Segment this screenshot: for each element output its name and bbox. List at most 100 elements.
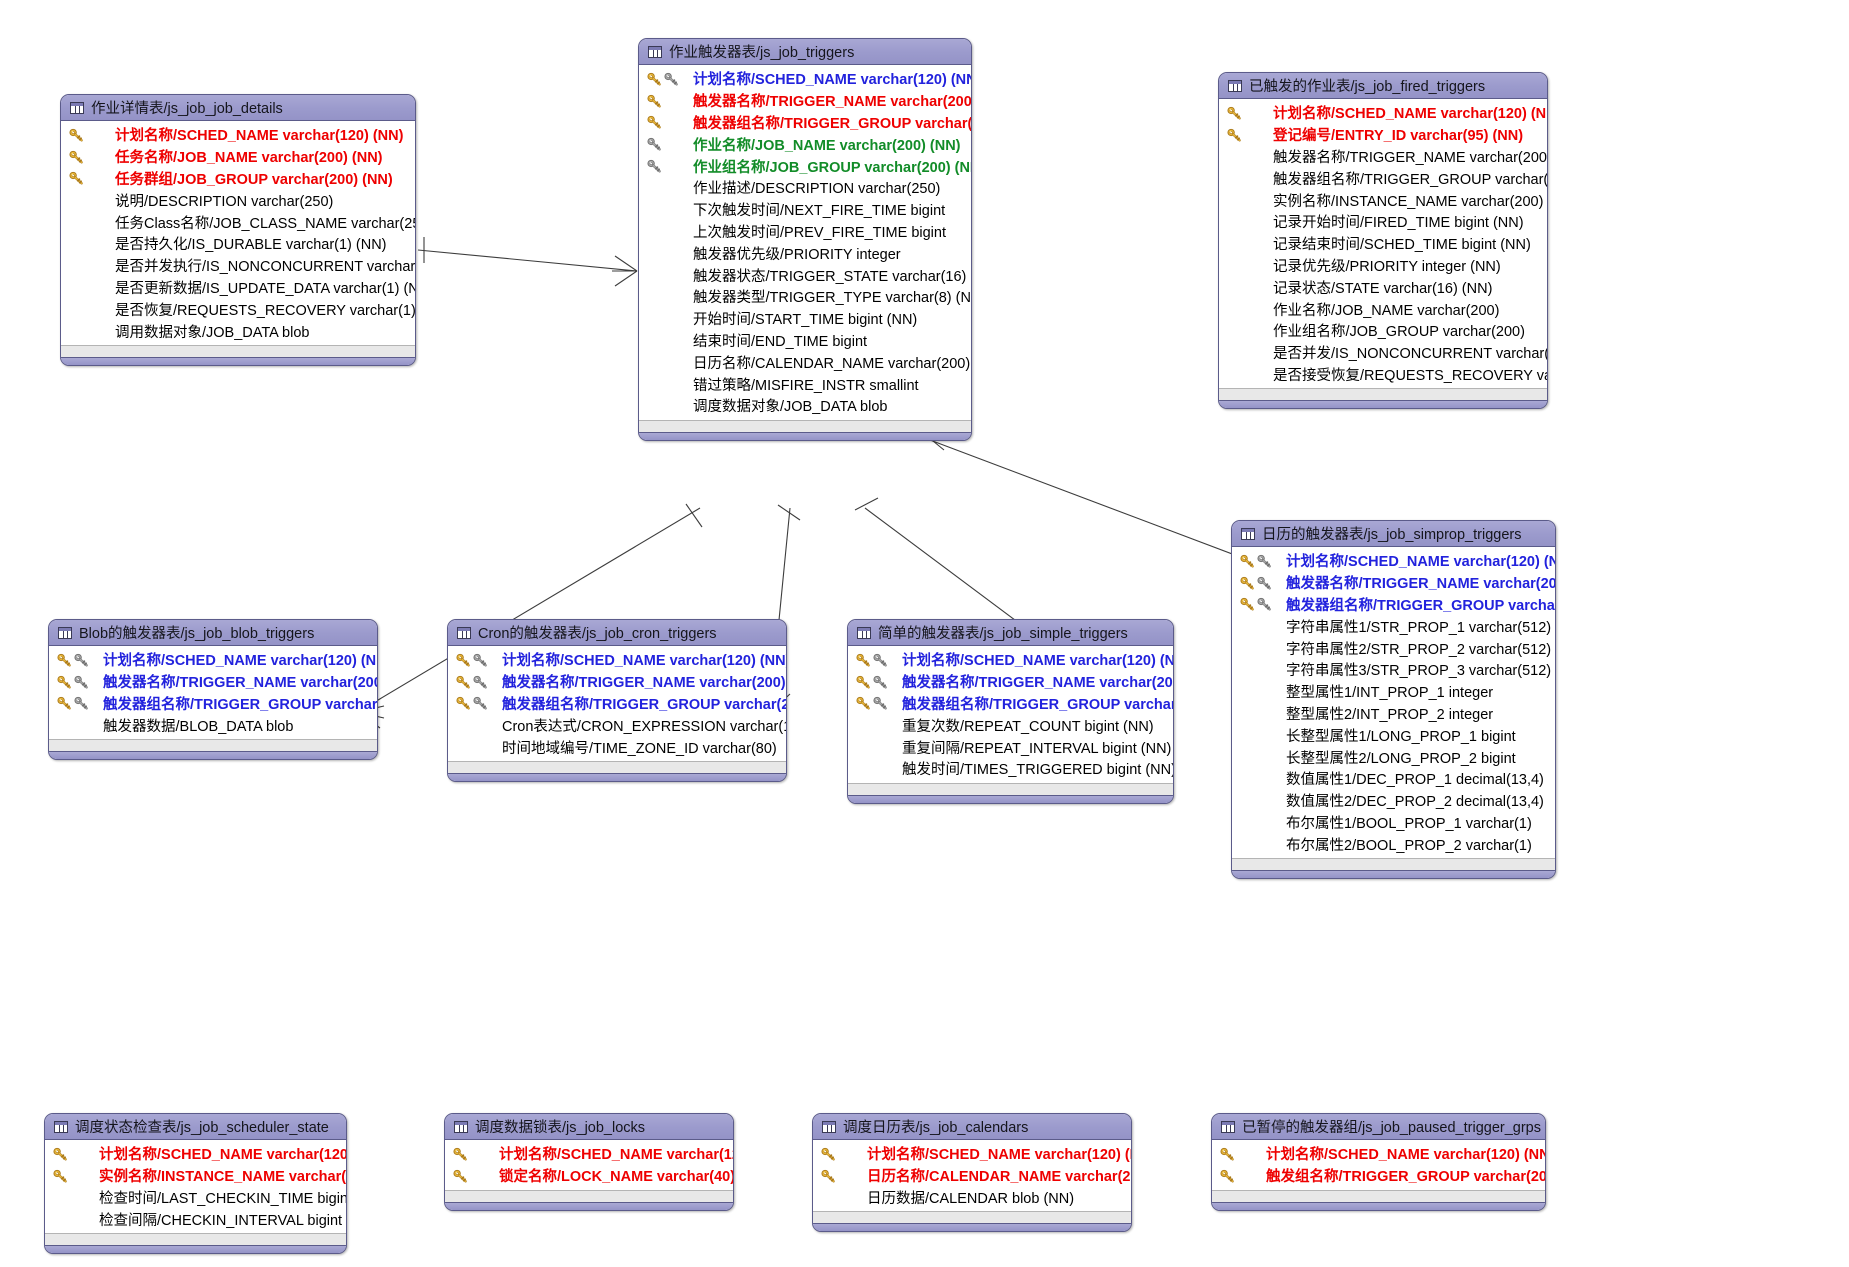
attribute-row[interactable]: 数值属性2/DEC_PROP_2 decimal(13,4) xyxy=(1232,790,1555,812)
entity-header-locks[interactable]: 调度数据锁表/js_job_locks xyxy=(445,1114,733,1140)
attribute-row[interactable]: 作业描述/DESCRIPTION varchar(250) xyxy=(639,177,971,199)
attribute-row[interactable]: 开始时间/START_TIME bigint (NN) xyxy=(639,308,971,330)
attribute-row[interactable]: 触发器优先级/PRIORITY integer xyxy=(639,242,971,264)
attribute-row[interactable]: 作业组名称/JOB_GROUP varchar(200) (NN) xyxy=(639,155,971,177)
attribute-row[interactable]: 计划名称/SCHED_NAME varchar(120) (NN) xyxy=(1219,102,1547,124)
attribute-row[interactable]: 任务Class名称/JOB_CLASS_NAME varchar(250) (N… xyxy=(61,211,415,233)
attribute-row[interactable]: 触发器名称/TRIGGER_NAME varchar(200) (NN) xyxy=(1219,146,1547,168)
attribute-row[interactable]: Cron表达式/CRON_EXPRESSION varchar(120) (NN… xyxy=(448,714,786,736)
attribute-row[interactable]: 触发器组名称/TRIGGER_GROUP varchar(200) (NN) xyxy=(49,693,377,715)
attribute-row[interactable]: 记录开始时间/FIRED_TIME bigint (NN) xyxy=(1219,211,1547,233)
attribute-row[interactable]: 是否持久化/IS_DURABLE varchar(1) (NN) xyxy=(61,233,415,255)
entity-simple_triggers[interactable]: 简单的触发器表/js_job_simple_triggers 计划名称/SCHED… xyxy=(847,619,1174,804)
entity-simprop_triggers[interactable]: 日历的触发器表/js_job_simprop_triggers 计划名称/SCHE… xyxy=(1231,520,1556,880)
entity-header-scheduler_state[interactable]: 调度状态检查表/js_job_scheduler_state xyxy=(45,1114,346,1140)
attribute-row[interactable]: 整型属性1/INT_PROP_1 integer xyxy=(1232,681,1555,703)
attribute-row[interactable]: 作业名称/JOB_NAME varchar(200) xyxy=(1219,298,1547,320)
attribute-row[interactable]: 计划名称/SCHED_NAME varchar(120) (NN) xyxy=(61,124,415,146)
attribute-row[interactable]: 触发器名称/TRIGGER_NAME varchar(200) (NN) xyxy=(848,671,1173,693)
entity-scheduler_state[interactable]: 调度状态检查表/js_job_scheduler_state 计划名称/SCHED… xyxy=(44,1113,347,1255)
attribute-row[interactable]: 触发器状态/TRIGGER_STATE varchar(16) (NN) xyxy=(639,264,971,286)
attribute-row[interactable]: 时间地域编号/TIME_ZONE_ID varchar(80) xyxy=(448,736,786,758)
attribute-row[interactable]: 字符串属性2/STR_PROP_2 varchar(512) xyxy=(1232,637,1555,659)
attribute-row[interactable]: 任务群组/JOB_GROUP varchar(200) (NN) xyxy=(61,168,415,190)
attribute-row[interactable]: 调用数据对象/JOB_DATA blob xyxy=(61,320,415,342)
attribute-row[interactable]: 结束时间/END_TIME bigint xyxy=(639,330,971,352)
attribute-row[interactable]: 字符串属性1/STR_PROP_1 varchar(512) xyxy=(1232,615,1555,637)
attribute-row[interactable]: 触发器名称/TRIGGER_NAME varchar(200) (NN) xyxy=(448,671,786,693)
attribute-row[interactable]: 触发器组名称/TRIGGER_GROUP varchar(200) (NN) xyxy=(1232,594,1555,616)
entity-job_details[interactable]: 作业详情表/js_job_job_details 计划名称/SCHED_NAME … xyxy=(60,94,416,366)
attribute-row[interactable]: 记录优先级/PRIORITY integer (NN) xyxy=(1219,255,1547,277)
attribute-row[interactable]: 计划名称/SCHED_NAME varchar(120) (NN) xyxy=(639,68,971,90)
attribute-row[interactable]: 实例名称/INSTANCE_NAME varchar(200) (NN) xyxy=(1219,189,1547,211)
attribute-row[interactable]: 任务名称/JOB_NAME varchar(200) (NN) xyxy=(61,146,415,168)
attribute-row[interactable]: 计划名称/SCHED_NAME varchar(120) (NN) xyxy=(448,649,786,671)
attribute-row[interactable]: 重复间隔/REPEAT_INTERVAL bigint (NN) xyxy=(848,736,1173,758)
attribute-row[interactable]: 登记编号/ENTRY_ID varchar(95) (NN) xyxy=(1219,124,1547,146)
attribute-row[interactable]: 重复次数/REPEAT_COUNT bigint (NN) xyxy=(848,714,1173,736)
attribute-row[interactable]: 触发器名称/TRIGGER_NAME varchar(200) (NN) xyxy=(639,90,971,112)
attribute-row[interactable]: 记录结束时间/SCHED_TIME bigint (NN) xyxy=(1219,233,1547,255)
entity-job_triggers[interactable]: 作业触发器表/js_job_triggers 计划名称/SCHED_NAME va… xyxy=(638,38,972,441)
attribute-row[interactable]: 下次触发时间/NEXT_FIRE_TIME bigint xyxy=(639,199,971,221)
attribute-row[interactable]: 计划名称/SCHED_NAME varchar(120) (NN) xyxy=(45,1143,346,1165)
attribute-row[interactable]: 是否并发/IS_NONCONCURRENT varchar(1) xyxy=(1219,342,1547,364)
attribute-row[interactable]: 上次触发时间/PREV_FIRE_TIME bigint xyxy=(639,221,971,243)
entity-header-job_triggers[interactable]: 作业触发器表/js_job_triggers xyxy=(639,39,971,65)
entity-header-paused_trigger_grps[interactable]: 已暂停的触发器组/js_job_paused_trigger_grps xyxy=(1212,1114,1545,1140)
attribute-row[interactable]: 触发器类型/TRIGGER_TYPE varchar(8) (NN) xyxy=(639,286,971,308)
attribute-row[interactable]: 计划名称/SCHED_NAME varchar(120) (NN) xyxy=(1232,550,1555,572)
entity-blob_triggers[interactable]: Blob的触发器表/js_job_blob_triggers 计划名称/SCHED… xyxy=(48,619,378,761)
attribute-row[interactable]: 说明/DESCRIPTION varchar(250) xyxy=(61,189,415,211)
attribute-row[interactable]: 整型属性2/INT_PROP_2 integer xyxy=(1232,703,1555,725)
entity-header-simple_triggers[interactable]: 简单的触发器表/js_job_simple_triggers xyxy=(848,620,1173,646)
entity-header-simprop_triggers[interactable]: 日历的触发器表/js_job_simprop_triggers xyxy=(1232,521,1555,547)
attribute-row[interactable]: 触发器名称/TRIGGER_NAME varchar(200) (NN) xyxy=(49,671,377,693)
attribute-row[interactable]: 是否恢复/REQUESTS_RECOVERY varchar(1) (NN) xyxy=(61,298,415,320)
entity-cron_triggers[interactable]: Cron的触发器表/js_job_cron_triggers 计划名称/SCHED… xyxy=(447,619,787,782)
attribute-row[interactable]: 触发器组名称/TRIGGER_GROUP varchar(200) (NN) xyxy=(448,693,786,715)
attribute-row[interactable]: 布尔属性2/BOOL_PROP_2 varchar(1) xyxy=(1232,833,1555,855)
attribute-row[interactable]: 触发器组名称/TRIGGER_GROUP varchar(200) (NN) xyxy=(639,112,971,134)
attribute-row[interactable]: 触发器组名称/TRIGGER_GROUP varchar(200) (NN) xyxy=(1219,167,1547,189)
attribute-row[interactable]: 触发器数据/BLOB_DATA blob xyxy=(49,714,377,736)
attribute-row[interactable]: 调度数据对象/JOB_DATA blob xyxy=(639,395,971,417)
attribute-row[interactable]: 数值属性1/DEC_PROP_1 decimal(13,4) xyxy=(1232,768,1555,790)
attribute-row[interactable]: 日历名称/CALENDAR_NAME varchar(200) xyxy=(639,351,971,373)
attribute-row[interactable]: 锁定名称/LOCK_NAME varchar(40) (NN) xyxy=(445,1165,733,1187)
attribute-row[interactable]: 作业组名称/JOB_GROUP varchar(200) xyxy=(1219,320,1547,342)
entity-header-calendars[interactable]: 调度日历表/js_job_calendars xyxy=(813,1114,1131,1140)
attribute-row[interactable]: 字符串属性3/STR_PROP_3 varchar(512) xyxy=(1232,659,1555,681)
attribute-row[interactable]: 记录状态/STATE varchar(16) (NN) xyxy=(1219,276,1547,298)
entity-calendars[interactable]: 调度日历表/js_job_calendars 计划名称/SCHED_NAME va… xyxy=(812,1113,1132,1233)
attribute-row[interactable]: 计划名称/SCHED_NAME varchar(120) (NN) xyxy=(848,649,1173,671)
attribute-row[interactable]: 检查间隔/CHECKIN_INTERVAL bigint (NN) xyxy=(45,1208,346,1230)
attribute-row[interactable]: 是否接受恢复/REQUESTS_RECOVERY varchar(1) xyxy=(1219,364,1547,386)
entity-header-job_details[interactable]: 作业详情表/js_job_job_details xyxy=(61,95,415,121)
attribute-row[interactable]: 是否更新数据/IS_UPDATE_DATA varchar(1) (NN) xyxy=(61,277,415,299)
entity-header-fired_triggers[interactable]: 已触发的作业表/js_job_fired_triggers xyxy=(1219,73,1547,99)
attribute-row[interactable]: 长整型属性2/LONG_PROP_2 bigint xyxy=(1232,746,1555,768)
attribute-row[interactable]: 作业名称/JOB_NAME varchar(200) (NN) xyxy=(639,133,971,155)
attribute-row[interactable]: 计划名称/SCHED_NAME varchar(120) (NN) xyxy=(813,1143,1131,1165)
attribute-row[interactable]: 触发器名称/TRIGGER_NAME varchar(200) (NN) xyxy=(1232,572,1555,594)
attribute-row[interactable]: 触发时间/TIMES_TRIGGERED bigint (NN) xyxy=(848,758,1173,780)
attribute-row[interactable]: 实例名称/INSTANCE_NAME varchar(200) (NN) xyxy=(45,1165,346,1187)
attribute-row[interactable]: 触发组名称/TRIGGER_GROUP varchar(200) (NN) xyxy=(1212,1165,1545,1187)
entity-locks[interactable]: 调度数据锁表/js_job_locks 计划名称/SCHED_NAME varch… xyxy=(444,1113,734,1211)
entity-fired_triggers[interactable]: 已触发的作业表/js_job_fired_triggers 计划名称/SCHED_… xyxy=(1218,72,1548,410)
attribute-row[interactable]: 布尔属性1/BOOL_PROP_1 varchar(1) xyxy=(1232,812,1555,834)
attribute-row[interactable]: 检查时间/LAST_CHECKIN_TIME bigint (NN) xyxy=(45,1187,346,1209)
attribute-row[interactable]: 日历数据/CALENDAR blob (NN) xyxy=(813,1187,1131,1209)
attribute-row[interactable]: 长整型属性1/LONG_PROP_1 bigint xyxy=(1232,724,1555,746)
entity-header-cron_triggers[interactable]: Cron的触发器表/js_job_cron_triggers xyxy=(448,620,786,646)
attribute-row[interactable]: 计划名称/SCHED_NAME varchar(120) (NN) xyxy=(49,649,377,671)
attribute-row[interactable]: 计划名称/SCHED_NAME varchar(120) (NN) xyxy=(445,1143,733,1165)
attribute-row[interactable]: 日历名称/CALENDAR_NAME varchar(200) (NN) xyxy=(813,1165,1131,1187)
attribute-row[interactable]: 是否并发执行/IS_NONCONCURRENT varchar(1) (NN) xyxy=(61,255,415,277)
attribute-row[interactable]: 触发器组名称/TRIGGER_GROUP varchar(200) (NN) xyxy=(848,693,1173,715)
entity-header-blob_triggers[interactable]: Blob的触发器表/js_job_blob_triggers xyxy=(49,620,377,646)
attribute-row[interactable]: 错过策略/MISFIRE_INSTR smallint xyxy=(639,373,971,395)
attribute-row[interactable]: 计划名称/SCHED_NAME varchar(120) (NN) xyxy=(1212,1143,1545,1165)
